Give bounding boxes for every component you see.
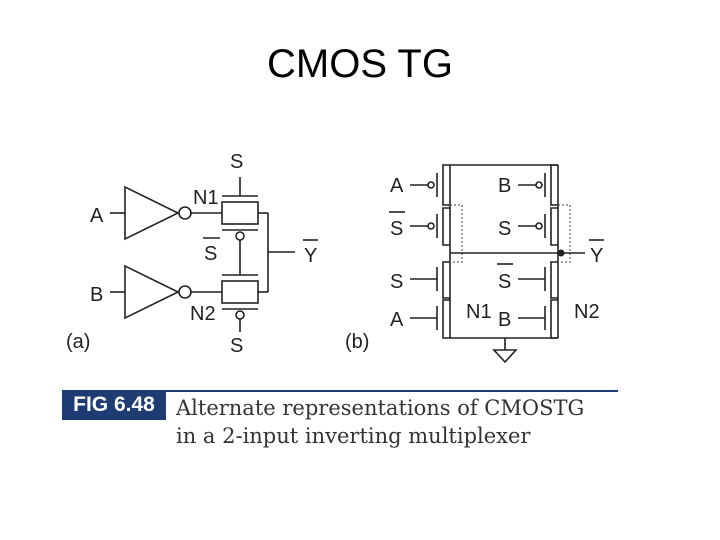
caption-rule (166, 390, 618, 392)
figure-a: A N1 S S B N2 S Y (66, 151, 318, 357)
left-gate-label-1: A (390, 175, 404, 197)
input-b-label: B (90, 284, 103, 306)
right-gate-label-3: S (498, 271, 511, 293)
right-gate-label-1: B (498, 175, 511, 197)
node-n2-label: N2 (190, 303, 216, 325)
node-n1-label: N1 (193, 187, 219, 209)
figure-number-badge: FIG 6.48 (62, 390, 166, 420)
inverter-b (124, 264, 180, 320)
right-gate-label-2: S (498, 218, 511, 240)
inverter-b-bubble (178, 285, 192, 299)
select-s-top-label: S (230, 151, 243, 173)
slide-title: CMOS TG (267, 42, 453, 86)
select-sbar-label: S (204, 243, 217, 265)
caption-line-1: Alternate representations of CMOSTG (176, 396, 585, 420)
output-y-label-a: Y (304, 245, 317, 267)
node-n2-label-b: N2 (574, 301, 600, 323)
output-y-label-b: Y (590, 245, 603, 267)
figure-b-label: (b) (345, 331, 369, 353)
transmission-gate-2 (221, 280, 259, 304)
left-gate-label-4: A (390, 309, 404, 331)
figure-a-label: (a) (66, 331, 90, 353)
inverter-a (124, 185, 180, 241)
right-gate-label-4: B (498, 309, 511, 331)
input-a-label: A (90, 205, 104, 227)
node-n1-label-b: N1 (466, 301, 492, 323)
select-s-bottom-label: S (230, 335, 243, 357)
caption-line-2: in a 2-input inverting multiplexer (176, 424, 531, 448)
left-gate-label-2: S (390, 218, 403, 240)
figure-b: A S S A N1 B S S B (345, 164, 604, 364)
transmission-gate-1 (221, 201, 259, 225)
figure-caption: Alternate representations of CMOSTG in a… (176, 394, 616, 450)
inverter-a-bubble (178, 206, 192, 220)
ground-icon (492, 349, 518, 364)
left-gate-label-3: S (390, 271, 403, 293)
